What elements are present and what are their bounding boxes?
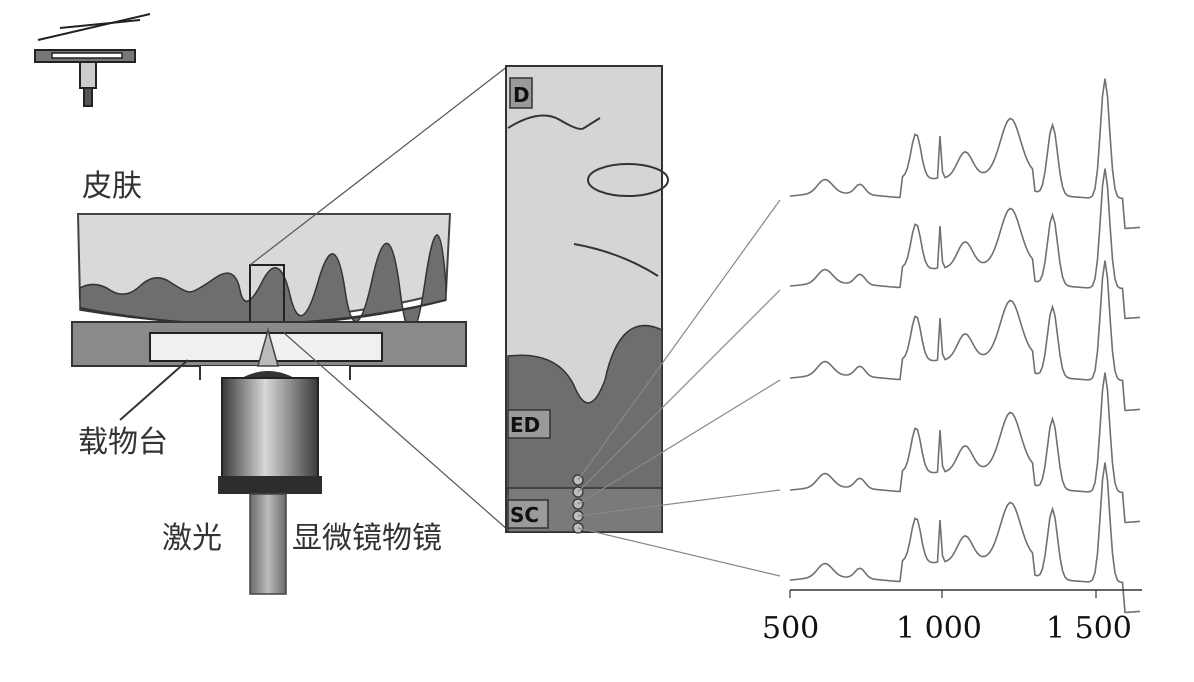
spectrum-connectors xyxy=(577,199,781,577)
skin-block xyxy=(76,213,452,334)
tick-label-500: 500 xyxy=(762,611,819,646)
layer-box-ed xyxy=(507,409,551,439)
zoom-lines xyxy=(249,65,509,531)
tick-label-1000: 1 000 xyxy=(896,611,982,646)
spectra-axis-ticks xyxy=(789,590,1097,598)
layer-box-sc xyxy=(507,499,549,529)
tick-label-1500: 1 500 xyxy=(1046,611,1132,646)
spectrum-trace-5 xyxy=(789,462,1141,614)
layer-label-sc: SC xyxy=(510,503,539,527)
objective-label: 显微镜物镜 xyxy=(292,521,442,556)
spectrum-trace-1 xyxy=(789,78,1141,230)
layer-box-d xyxy=(509,77,533,109)
spectrum-trace-4 xyxy=(789,372,1141,524)
stage-label: 载物台 xyxy=(78,425,168,460)
spectrum-trace-2 xyxy=(789,168,1141,320)
spectrum-trace-3 xyxy=(789,260,1141,412)
stage-pointer xyxy=(119,359,189,421)
microscope-objective xyxy=(218,327,322,595)
layer-label-d: D xyxy=(513,83,530,107)
laser-label: 激光 xyxy=(162,521,222,556)
thumbnail-icon xyxy=(34,13,151,107)
raman-spectra xyxy=(789,78,1141,614)
layer-label-ed: ED xyxy=(510,413,540,437)
zoom-panel xyxy=(505,65,669,534)
skin-label: 皮肤 xyxy=(82,169,142,204)
